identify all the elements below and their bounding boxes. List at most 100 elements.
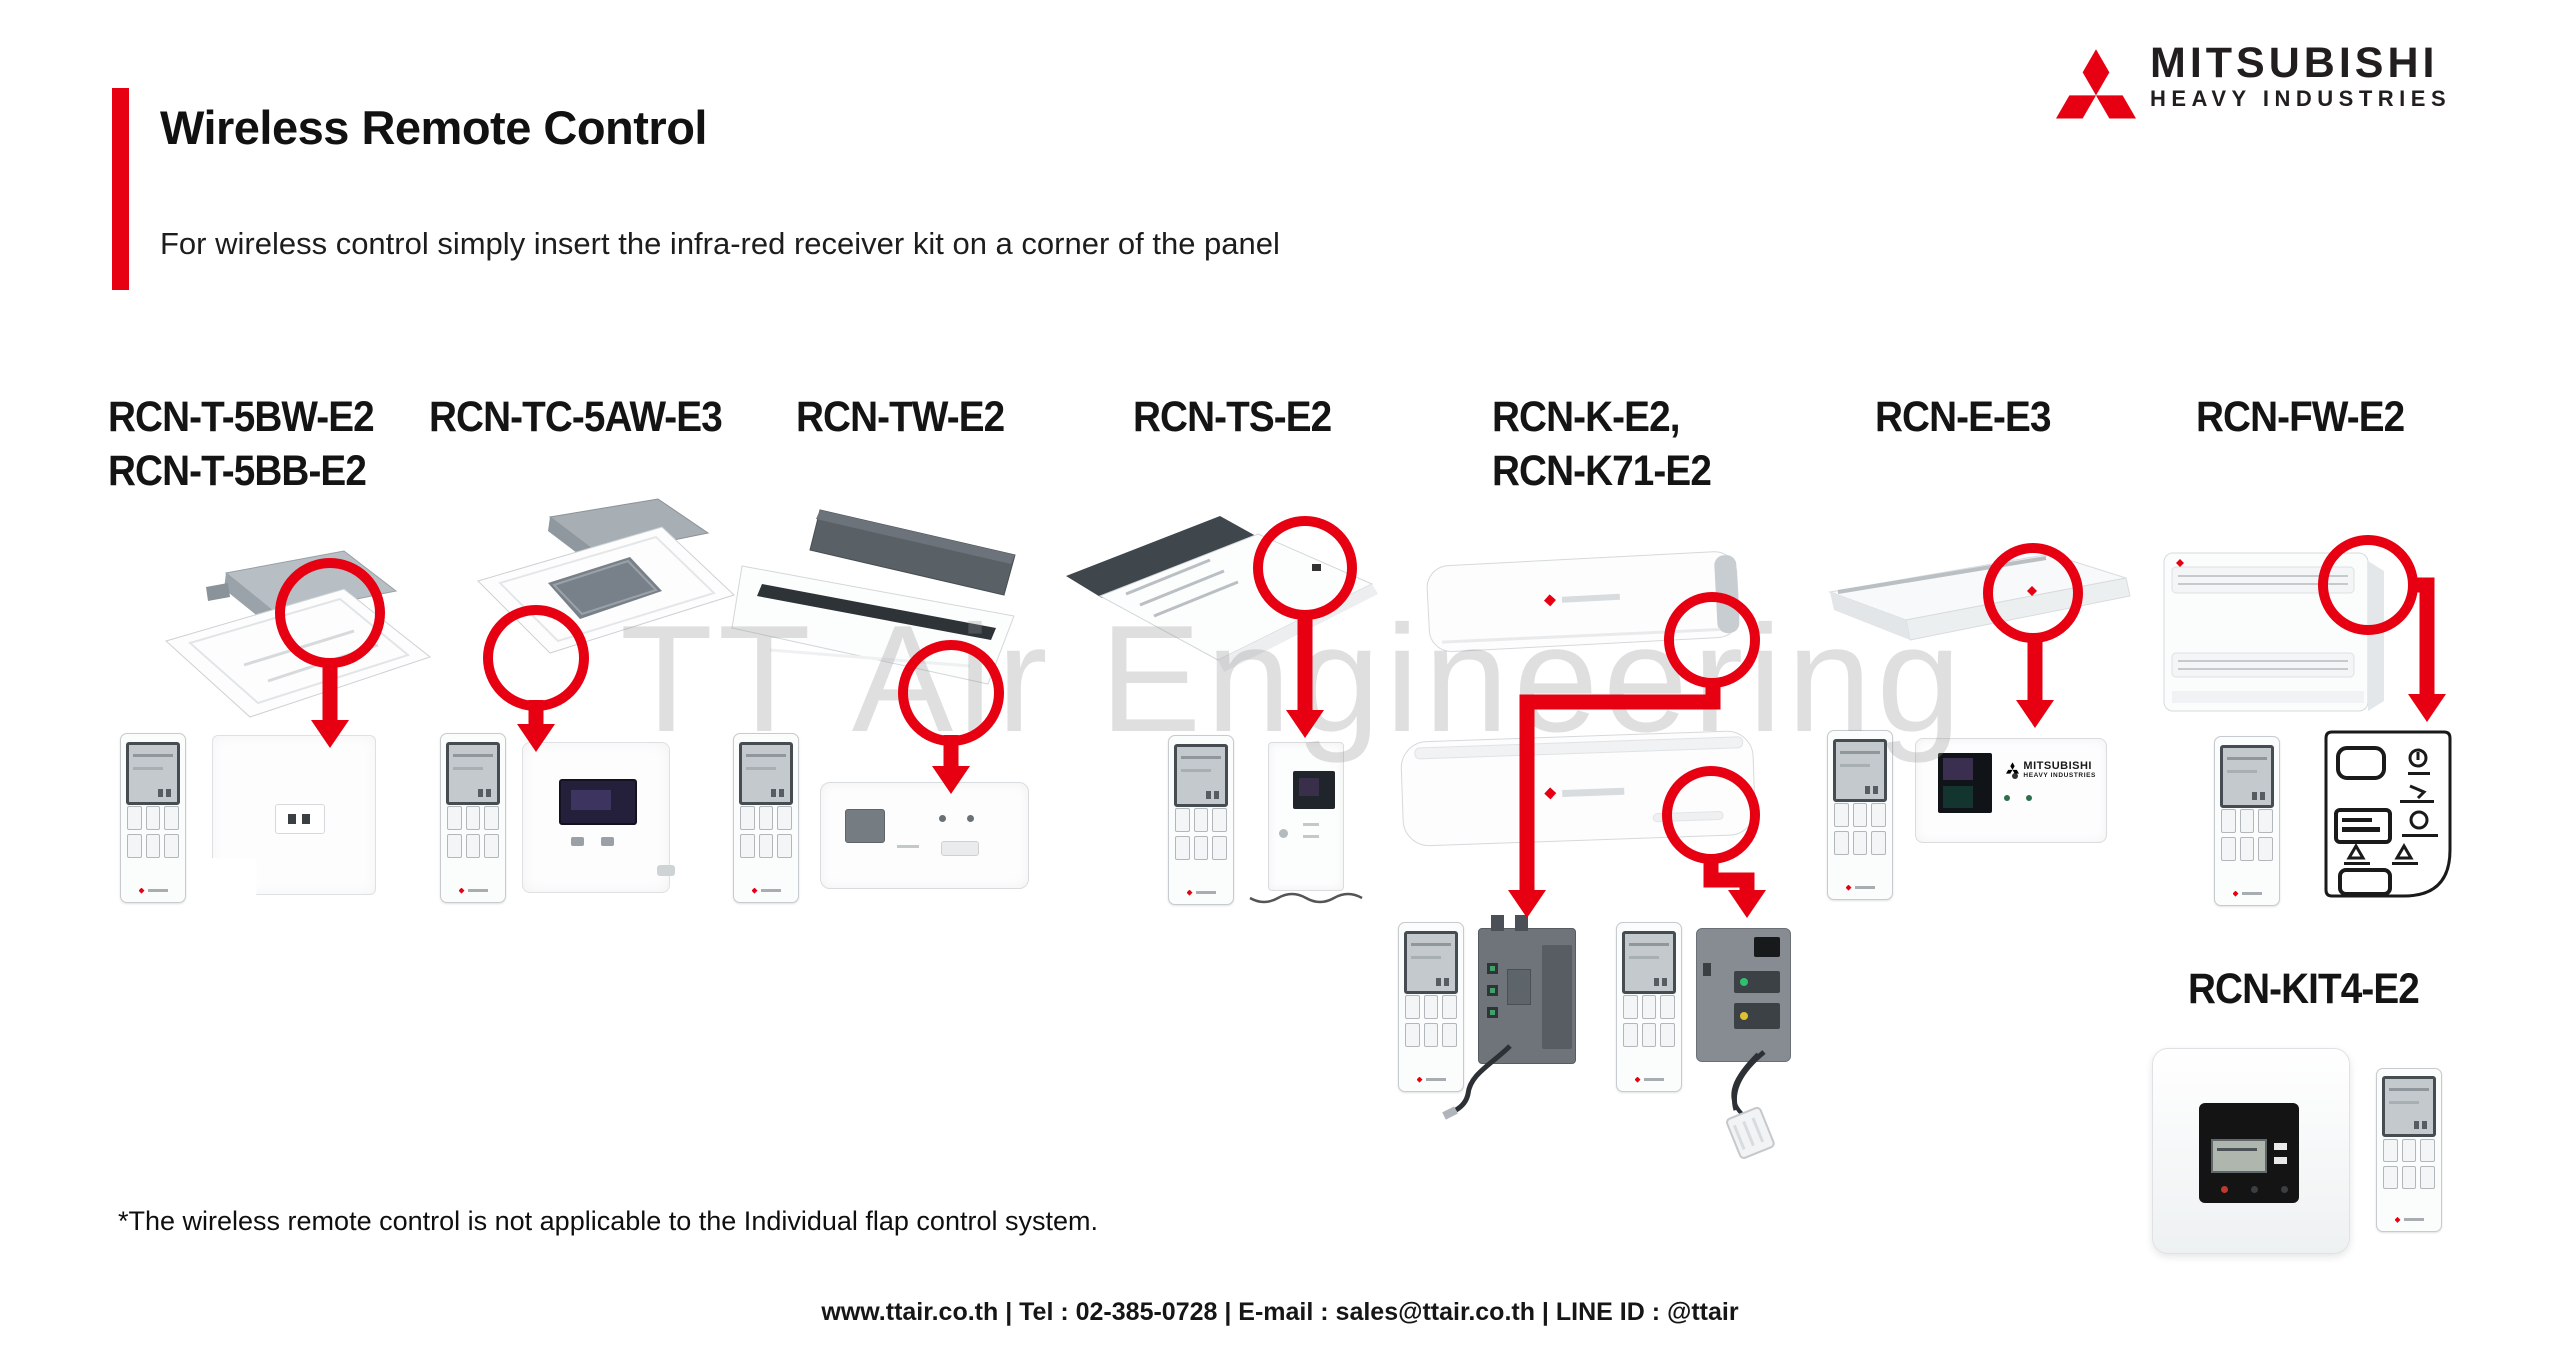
brand-dash	[2403, 1218, 2424, 1222]
terminal	[1487, 985, 1498, 996]
remote-key	[1193, 808, 1209, 833]
brand-logo: MITSUBISHI HEAVY INDUSTRIES	[2056, 40, 2451, 128]
model-label-2: RCN-TC-5AW-E3	[429, 393, 723, 441]
lcd-line	[452, 767, 483, 771]
remote-key	[1623, 1023, 1638, 1048]
lcd-line	[2388, 1101, 2419, 1105]
remote-control-image	[440, 733, 506, 903]
remote-control-image	[2214, 736, 2280, 906]
model-label-5b: RCN-K71-E2	[1492, 447, 1712, 495]
mitsubishi-diamond-icon	[2394, 1216, 2401, 1223]
remote-key	[447, 834, 462, 859]
footer-contact: www.ttair.co.th | Tel : 02-385-0728 | E-…	[821, 1298, 1739, 1326]
model-label-4: RCN-TS-E2	[1133, 393, 1332, 441]
remote-control-image	[1168, 735, 1234, 905]
model-label-kit: RCN-KIT4-E2	[2188, 965, 2420, 1013]
indicator-dot	[2251, 1186, 2258, 1193]
remote-brand-mark	[734, 887, 798, 894]
remote-key	[2239, 809, 2255, 834]
receiver-module-image	[1478, 915, 1576, 1064]
mitsubishi-diamond-icon	[1845, 884, 1852, 891]
lcd-digits	[1654, 977, 1670, 986]
remote-lcd	[739, 741, 793, 805]
receiver-display	[845, 809, 885, 843]
model-label-1a: RCN-T-5BW-E2	[108, 393, 375, 441]
receiver-lcd	[2211, 1139, 2267, 1173]
remote-keys	[1175, 808, 1227, 861]
module-cable	[1442, 1044, 1528, 1120]
remote-brand-mark	[1169, 889, 1233, 896]
remote-key	[1660, 1023, 1675, 1048]
brand-dash	[147, 889, 168, 893]
ceiling-suspended-unit-image	[1818, 548, 2138, 698]
brand-name: MITSUBISHI	[2150, 39, 2439, 87]
receiver-button	[1279, 829, 1288, 838]
mitsubishi-diamond-icon	[458, 887, 465, 894]
remote-key	[1423, 1023, 1439, 1048]
remote-key	[2258, 837, 2273, 862]
compact-cassette-image	[450, 495, 750, 710]
lcd-line	[1180, 769, 1211, 773]
remote-keys	[2221, 809, 2273, 862]
remote-key	[758, 834, 774, 859]
remote-key	[484, 806, 499, 831]
receiver-display	[2199, 1103, 2299, 1203]
module-cable	[1700, 1050, 1800, 1162]
remote-brand-mark	[441, 887, 505, 894]
label-dash	[1303, 823, 1319, 826]
remote-key	[1175, 836, 1190, 861]
footnote: *The wireless remote control is not appl…	[118, 1206, 1098, 1236]
remote-control-image	[1398, 922, 1464, 1092]
receiver-button	[2274, 1143, 2287, 1150]
module-slot	[1754, 937, 1780, 957]
lcd-line	[132, 753, 174, 757]
remote-key	[2420, 1165, 2435, 1189]
remote-key	[465, 806, 481, 831]
model-label-5a: RCN-K-E2,	[1492, 393, 1680, 441]
lcd-line	[1410, 956, 1441, 960]
receiver-display	[1938, 753, 1992, 813]
remote-key	[484, 834, 499, 859]
lcd-digits	[2414, 1121, 2430, 1130]
lcd-line	[745, 753, 787, 757]
lcd-digits	[1206, 790, 1222, 799]
remote-key	[2239, 837, 2255, 862]
remote-key	[2401, 1138, 2417, 1162]
mitsubishi-diamond-icon	[1416, 1076, 1423, 1083]
indicator-dot	[967, 815, 974, 822]
remote-lcd	[1622, 930, 1676, 994]
lcd-line	[1839, 764, 1870, 768]
remote-keys	[740, 806, 792, 859]
remote-key	[1852, 831, 1868, 856]
receiver-module-image	[1696, 928, 1791, 1062]
remote-keys	[1834, 803, 1886, 856]
brand-dash	[1195, 891, 1216, 895]
model-label-3: RCN-TW-E2	[796, 393, 1005, 441]
remote-control-image	[1616, 922, 1682, 1092]
remote-keys	[2383, 1138, 2435, 1189]
pointer-arrowhead	[1728, 890, 1766, 918]
remote-key	[127, 834, 142, 859]
remote-lcd	[1174, 743, 1228, 807]
model-label-7: RCN-FW-E2	[2196, 393, 2405, 441]
remote-key	[1852, 803, 1868, 828]
remote-key	[1405, 995, 1420, 1020]
receiver-window	[275, 804, 325, 834]
remote-key	[465, 834, 481, 859]
receiver-button	[941, 841, 979, 856]
floor-standing-unit-image	[2158, 545, 2403, 725]
model-label-1b: RCN-T-5BB-E2	[108, 447, 367, 495]
brand-dash	[1854, 886, 1875, 890]
one-way-cassette-image	[1060, 498, 1390, 713]
remote-key	[1423, 995, 1439, 1020]
remote-lcd	[1833, 738, 1887, 802]
indicator-dot	[2281, 1186, 2288, 1193]
lcd-line	[745, 767, 776, 771]
remote-lcd	[2382, 1076, 2436, 1138]
wavy-line	[1248, 888, 1364, 909]
remote-key	[164, 834, 179, 859]
lcd-line	[1628, 956, 1659, 960]
mitsubishi-diamond-icon	[138, 887, 145, 894]
indicator-dot	[939, 815, 946, 822]
remote-control-image	[120, 733, 186, 903]
